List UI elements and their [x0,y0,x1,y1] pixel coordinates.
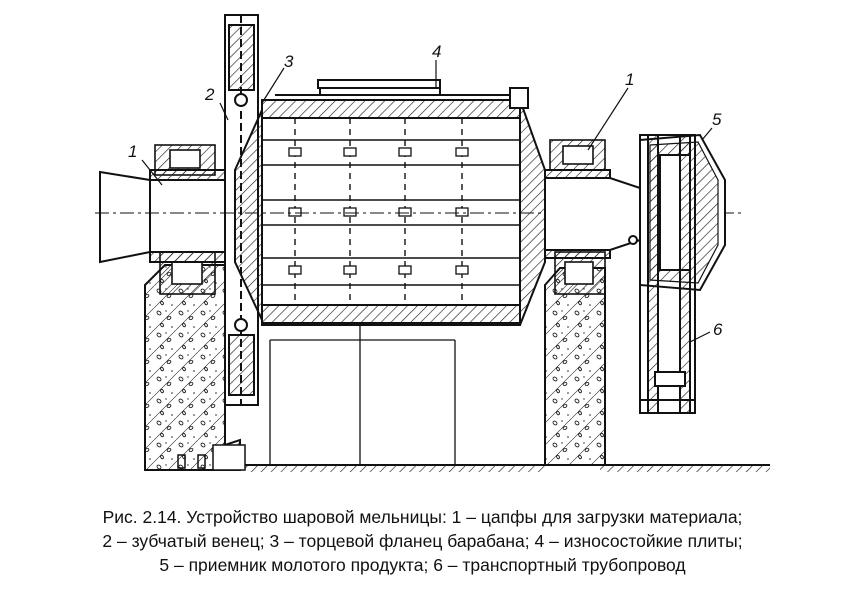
callout-1-right: 1 [625,70,634,89]
callout-2: 2 [204,85,215,104]
drum [261,79,546,326]
left-foundation [144,264,246,471]
caption-line-3: 5 – приемник молотого продукта; 6 – тран… [159,555,686,575]
caption-line-1: Рис. 2.14. Устройство шаровой мельницы: … [102,507,743,527]
right-foundation [544,267,606,466]
caption-line-2: 2 – зубчатый венец; 3 – торцевой фланец … [102,531,743,551]
transport-pipe [639,134,696,414]
leader-lines [141,60,713,343]
callout-4: 4 [432,42,441,61]
callout-5: 5 [712,110,722,129]
callout-6: 6 [713,320,723,339]
ground [165,464,770,472]
figure-caption: Рис. 2.14. Устройство шаровой мельницы: … [0,505,845,577]
left-trunnion [99,169,236,264]
ball-mill-drawing: 1 2 3 4 1 5 6 [95,14,770,472]
right-trunnion [544,169,641,259]
right-bearing [549,139,606,295]
callout-1-left: 1 [128,142,137,161]
callout-3: 3 [284,52,294,71]
support-frame [269,310,456,465]
